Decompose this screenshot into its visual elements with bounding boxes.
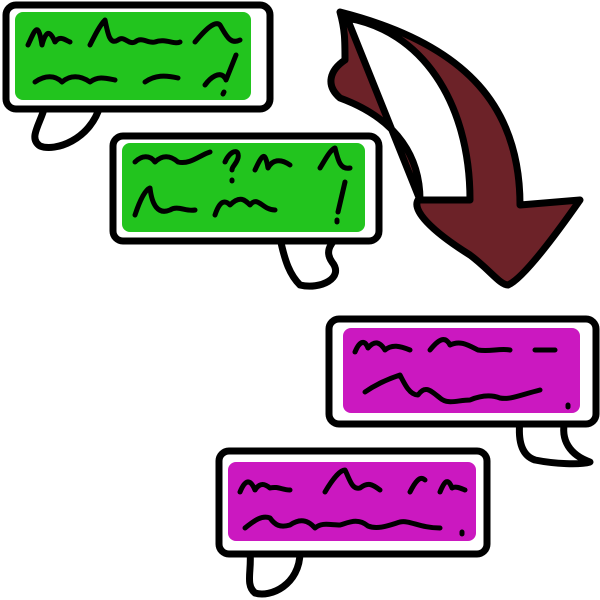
bubble-tail xyxy=(31,102,104,151)
scribble-text xyxy=(237,467,468,495)
scribble-text xyxy=(132,179,348,225)
scribble-text xyxy=(242,514,465,537)
bubble-tail xyxy=(276,234,340,290)
green-bubble-1 xyxy=(2,1,274,151)
scribble-text xyxy=(352,337,558,355)
scribble-text xyxy=(32,52,239,97)
scribble-text xyxy=(132,145,353,184)
scribble-text xyxy=(362,372,571,410)
scribble-text xyxy=(25,17,243,48)
magenta-bubble-2 xyxy=(215,447,491,598)
bubble-tail xyxy=(246,548,304,598)
green-bubble-2 xyxy=(109,132,383,290)
bubble-tail xyxy=(515,416,594,468)
magenta-bubble-1 xyxy=(325,315,600,468)
curved-arrow xyxy=(327,8,584,289)
